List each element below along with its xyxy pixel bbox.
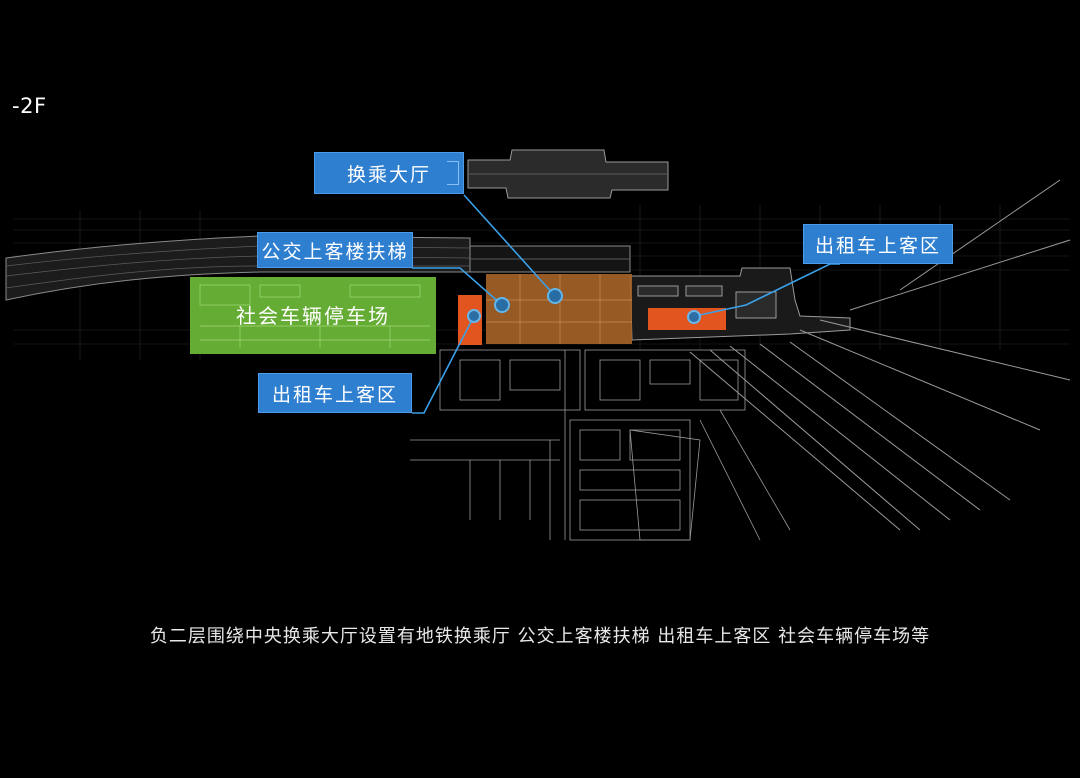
parking-zone [190,277,436,354]
taxi-pickup-callout-left: 出租车上客区 [258,373,412,413]
transfer-hall-callout: 换乘大厅 [314,152,464,194]
leader-lines [412,194,840,414]
lower-plan [410,349,791,541]
transfer-hall-label: 换乘大厅 [346,163,431,186]
road-main [469,245,631,273]
transfer-hall-zone [486,274,632,344]
target-markers [467,288,701,324]
taxi-pickup-label-left: 出租车上客区 [271,383,398,406]
callout-bracket-icon [447,161,459,185]
taxi-pickup-label-right: 出租车上客区 [814,234,941,257]
taxi-pickup-callout-right: 出租车上客区 [803,224,953,264]
rail-tracks [689,179,1071,531]
bus-escalator-label: 公交上客楼扶梯 [261,240,409,263]
floor-label: -2F [12,94,47,118]
station-block [467,149,669,199]
caption: 负二层围绕中央换乘大厅设置有地铁换乘厅 公交上客楼扶梯 出租车上客区 社会车辆停… [149,626,931,647]
parking-area-label: 社会车辆停车场 [236,304,390,328]
bus-escalator-callout: 公交上客楼扶梯 [257,232,413,268]
